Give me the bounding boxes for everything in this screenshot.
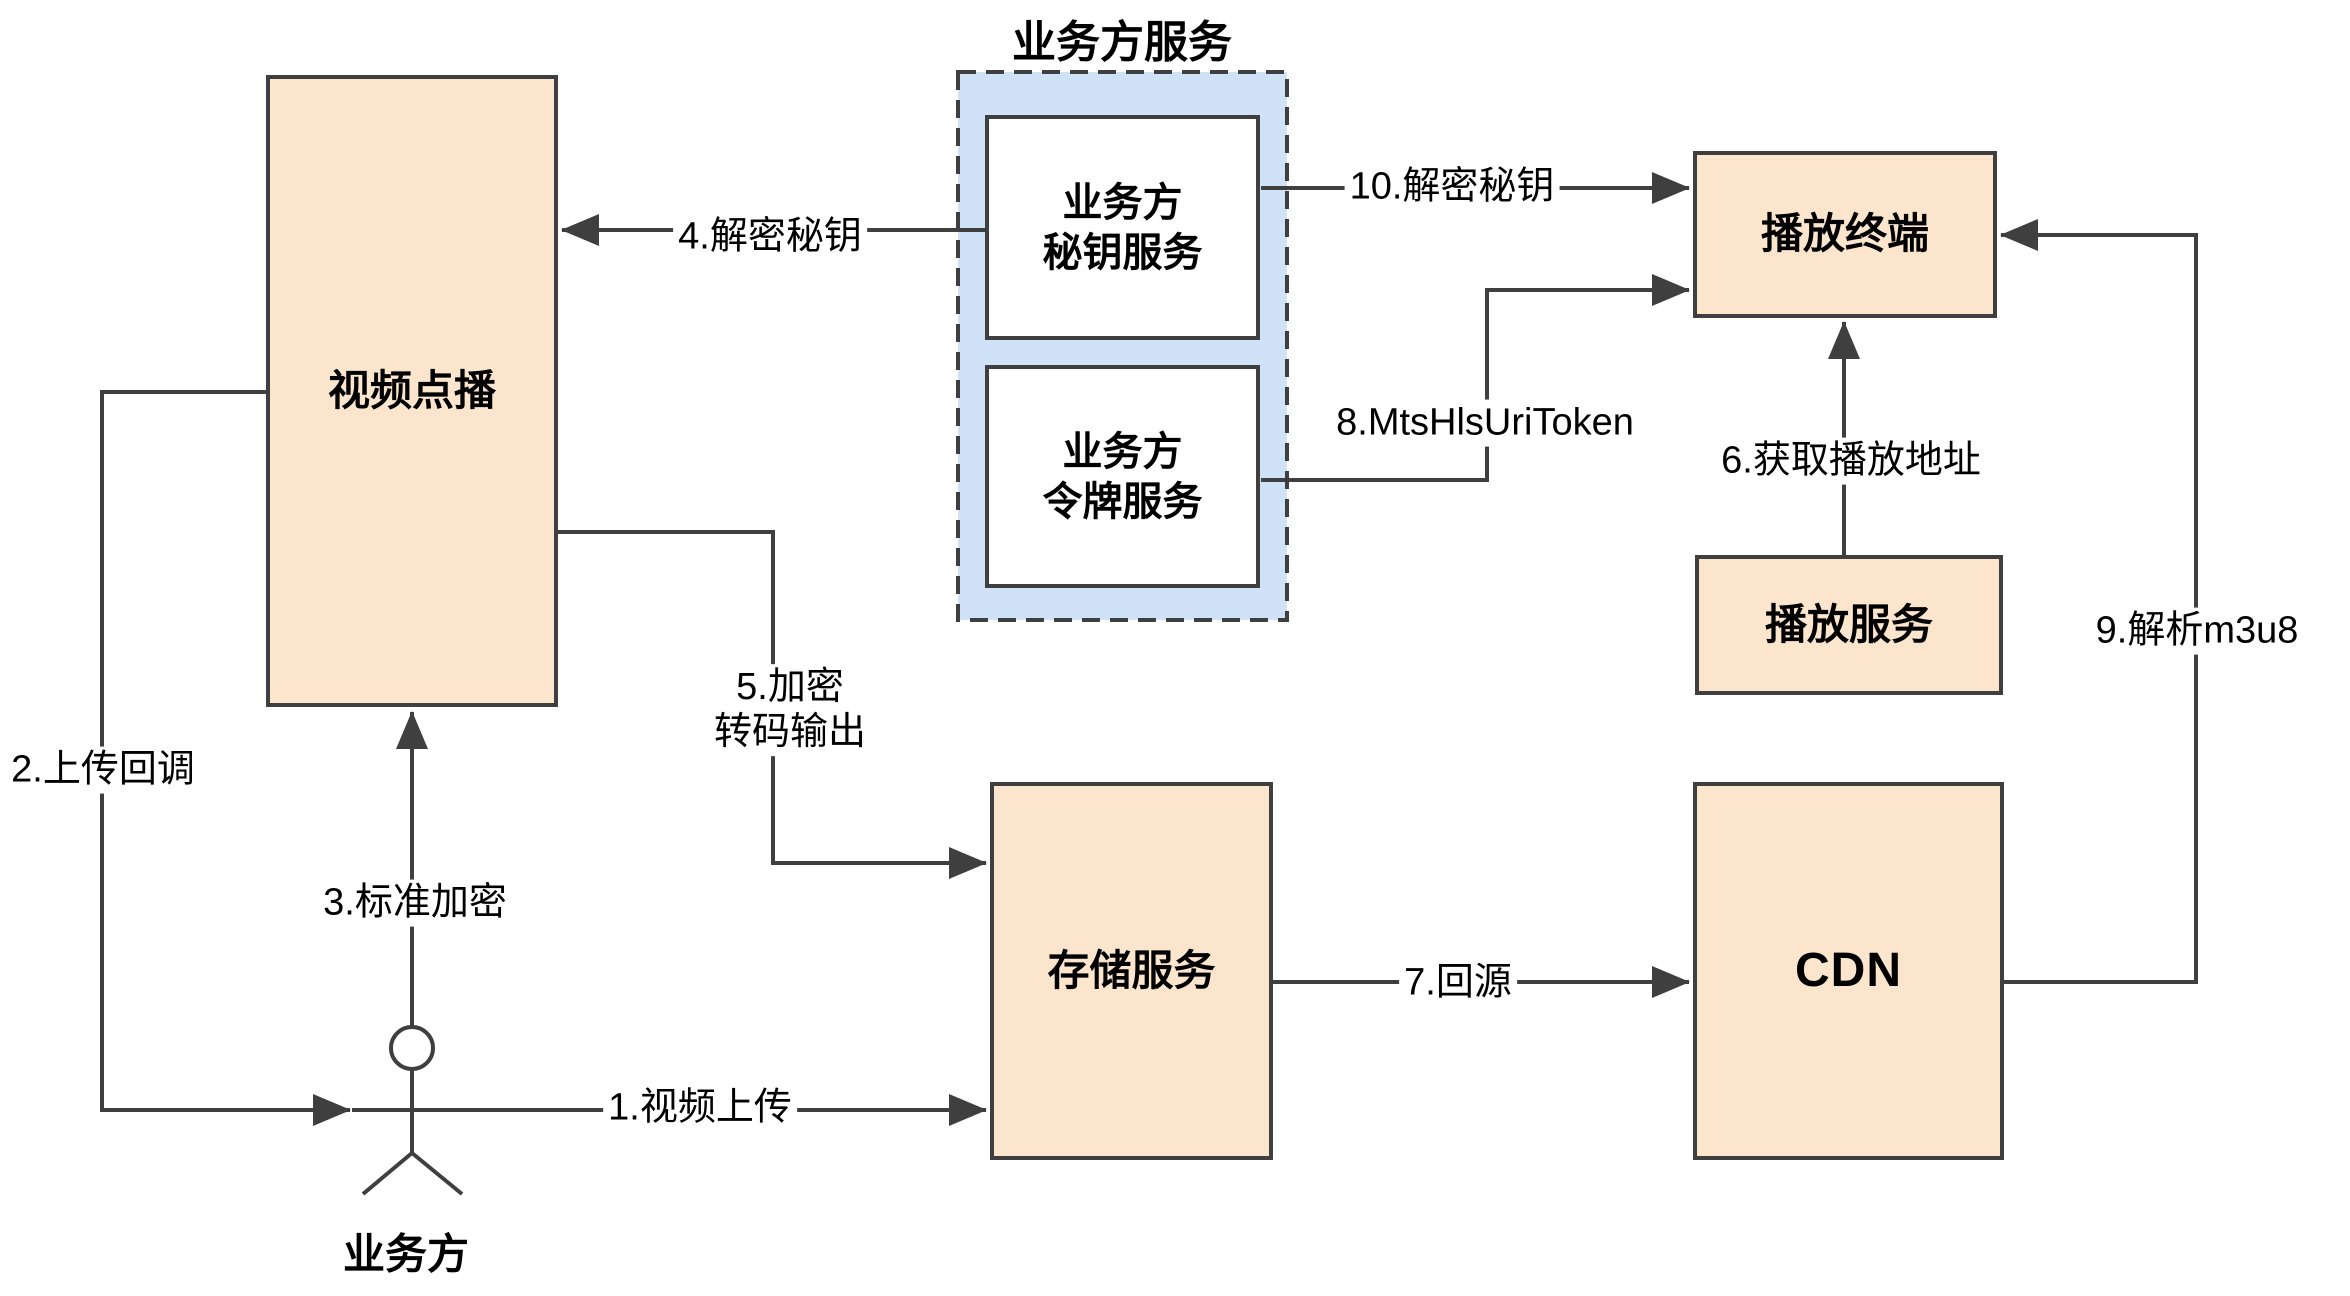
- flow-6-label: 6.获取播放地址: [1716, 437, 1986, 485]
- flow-3-label: 3.标准加密: [318, 879, 512, 927]
- flow-9-label: 9.解析m3u8: [2090, 607, 2304, 655]
- node-cdn-label: CDN: [1795, 944, 1902, 997]
- flow-1-label: 1.视频上传: [603, 1084, 797, 1132]
- node-token-service: 业务方 令牌服务: [985, 365, 1260, 588]
- node-vod-label: 视频点播: [327, 366, 496, 414]
- node-token-service-label-line1: 业务方: [1062, 429, 1183, 474]
- group-title: 业务方服务: [1012, 18, 1232, 67]
- actor-label: 业务方: [342, 1230, 470, 1278]
- node-play-service: 播放服务: [1695, 555, 2003, 695]
- flow-8-label: 8.MtsHlsUriToken: [1331, 399, 1639, 447]
- actor-figure: [361, 1025, 464, 1196]
- node-cdn: CDN: [1693, 782, 2004, 1160]
- node-player-terminal: 播放终端: [1693, 151, 1997, 318]
- node-key-service-label-line1: 业务方: [1062, 180, 1183, 225]
- node-vod: 视频点播: [266, 75, 558, 707]
- flow-2-label: 2.上传回调: [6, 746, 200, 794]
- flow-5-label-line1: 5.加密: [736, 666, 844, 709]
- node-play-service-label: 播放服务: [1764, 600, 1933, 648]
- flow-8-token-line: [1261, 274, 1690, 482]
- node-storage-service-label: 存储服务: [1047, 946, 1216, 994]
- node-token-service-label-line2: 令牌服务: [1042, 479, 1203, 524]
- flow-5-label-line2: 转码输出: [713, 711, 867, 753]
- flow-10-label: 10.解密秘钥: [1344, 163, 1560, 211]
- node-key-service-label-line2: 秘钥服务: [1042, 230, 1203, 275]
- flow-7-label: 7.回源: [1399, 959, 1517, 1007]
- flow-4-label: 4.解密秘钥: [673, 213, 867, 261]
- node-storage-service: 存储服务: [990, 782, 1273, 1160]
- node-key-service: 业务方 秘钥服务: [985, 115, 1260, 340]
- node-player-terminal-label: 播放终端: [1760, 210, 1929, 258]
- flow-5-label: 5.加密 转码输出: [708, 664, 872, 756]
